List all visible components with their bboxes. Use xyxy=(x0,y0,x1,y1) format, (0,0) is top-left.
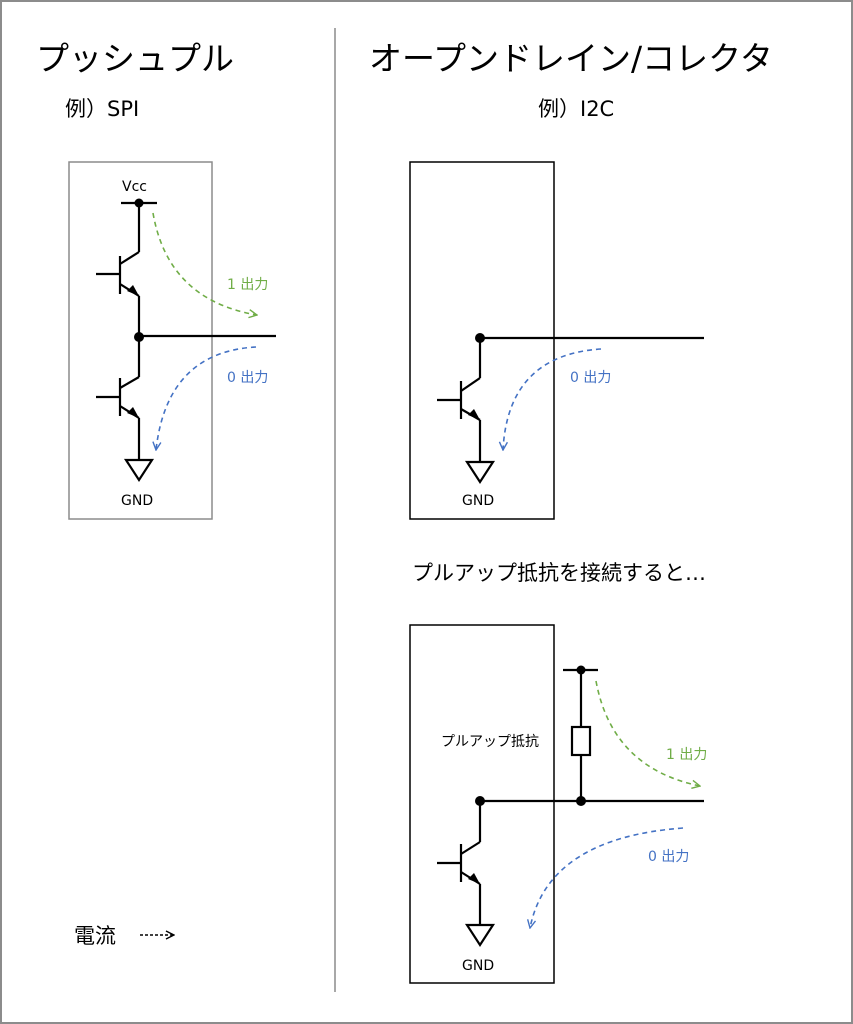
right-top-output-node xyxy=(475,333,485,343)
left-title: プッシュプル xyxy=(36,39,234,78)
right-top-emitter-arrow xyxy=(468,409,480,420)
pullup-caption: プルアップ抵抗を接続すると… xyxy=(412,561,706,585)
right-top-output-0-label: 0 出力 xyxy=(570,370,611,386)
right-bottom-output-1-label: 1 出力 xyxy=(666,747,707,763)
left-output-1-label: 1 出力 xyxy=(227,277,268,293)
left-output-0-label: 0 出力 xyxy=(227,370,268,386)
legend-current-label: 電流 xyxy=(74,924,116,948)
right-bottom-output-0-label: 0 出力 xyxy=(648,849,689,865)
pullup-junction-node xyxy=(576,796,586,806)
right-bottom-emitter-arrow xyxy=(468,873,480,884)
right-top-zero-current-arrow xyxy=(503,348,602,450)
right-bottom-zero-current-arrow xyxy=(530,827,684,928)
right-bottom-output-node xyxy=(475,796,485,806)
left-zero-current-arrow xyxy=(156,346,257,450)
vcc-node xyxy=(134,198,144,208)
right-bottom-circuit xyxy=(437,668,704,948)
right-bottom-gnd-label: GND xyxy=(462,958,494,974)
left-ic-box xyxy=(68,161,213,520)
right-top-ic-box xyxy=(409,161,555,520)
right-top-gnd-label: GND xyxy=(462,493,494,509)
left-vcc-label: Vcc xyxy=(122,179,147,195)
right-bottom-ic-box xyxy=(409,624,555,984)
upper-emitter-arrow xyxy=(127,285,139,296)
left-example: 例）SPI xyxy=(65,97,139,121)
left-gnd-label: GND xyxy=(121,493,153,509)
lower-emitter-arrow xyxy=(127,407,139,418)
right-top-circuit xyxy=(437,336,704,485)
left-one-current-arrow xyxy=(152,212,257,315)
pullup-vcc-node xyxy=(576,665,586,675)
right-example: 例）I2C xyxy=(538,97,614,121)
right-bottom-one-current-arrow xyxy=(595,680,700,786)
right-title: オープンドレイン/コレクタ xyxy=(369,39,773,78)
left-output-node xyxy=(134,332,144,342)
resistor-label: プルアップ抵抗 xyxy=(441,734,539,750)
left-circuit xyxy=(96,201,276,483)
